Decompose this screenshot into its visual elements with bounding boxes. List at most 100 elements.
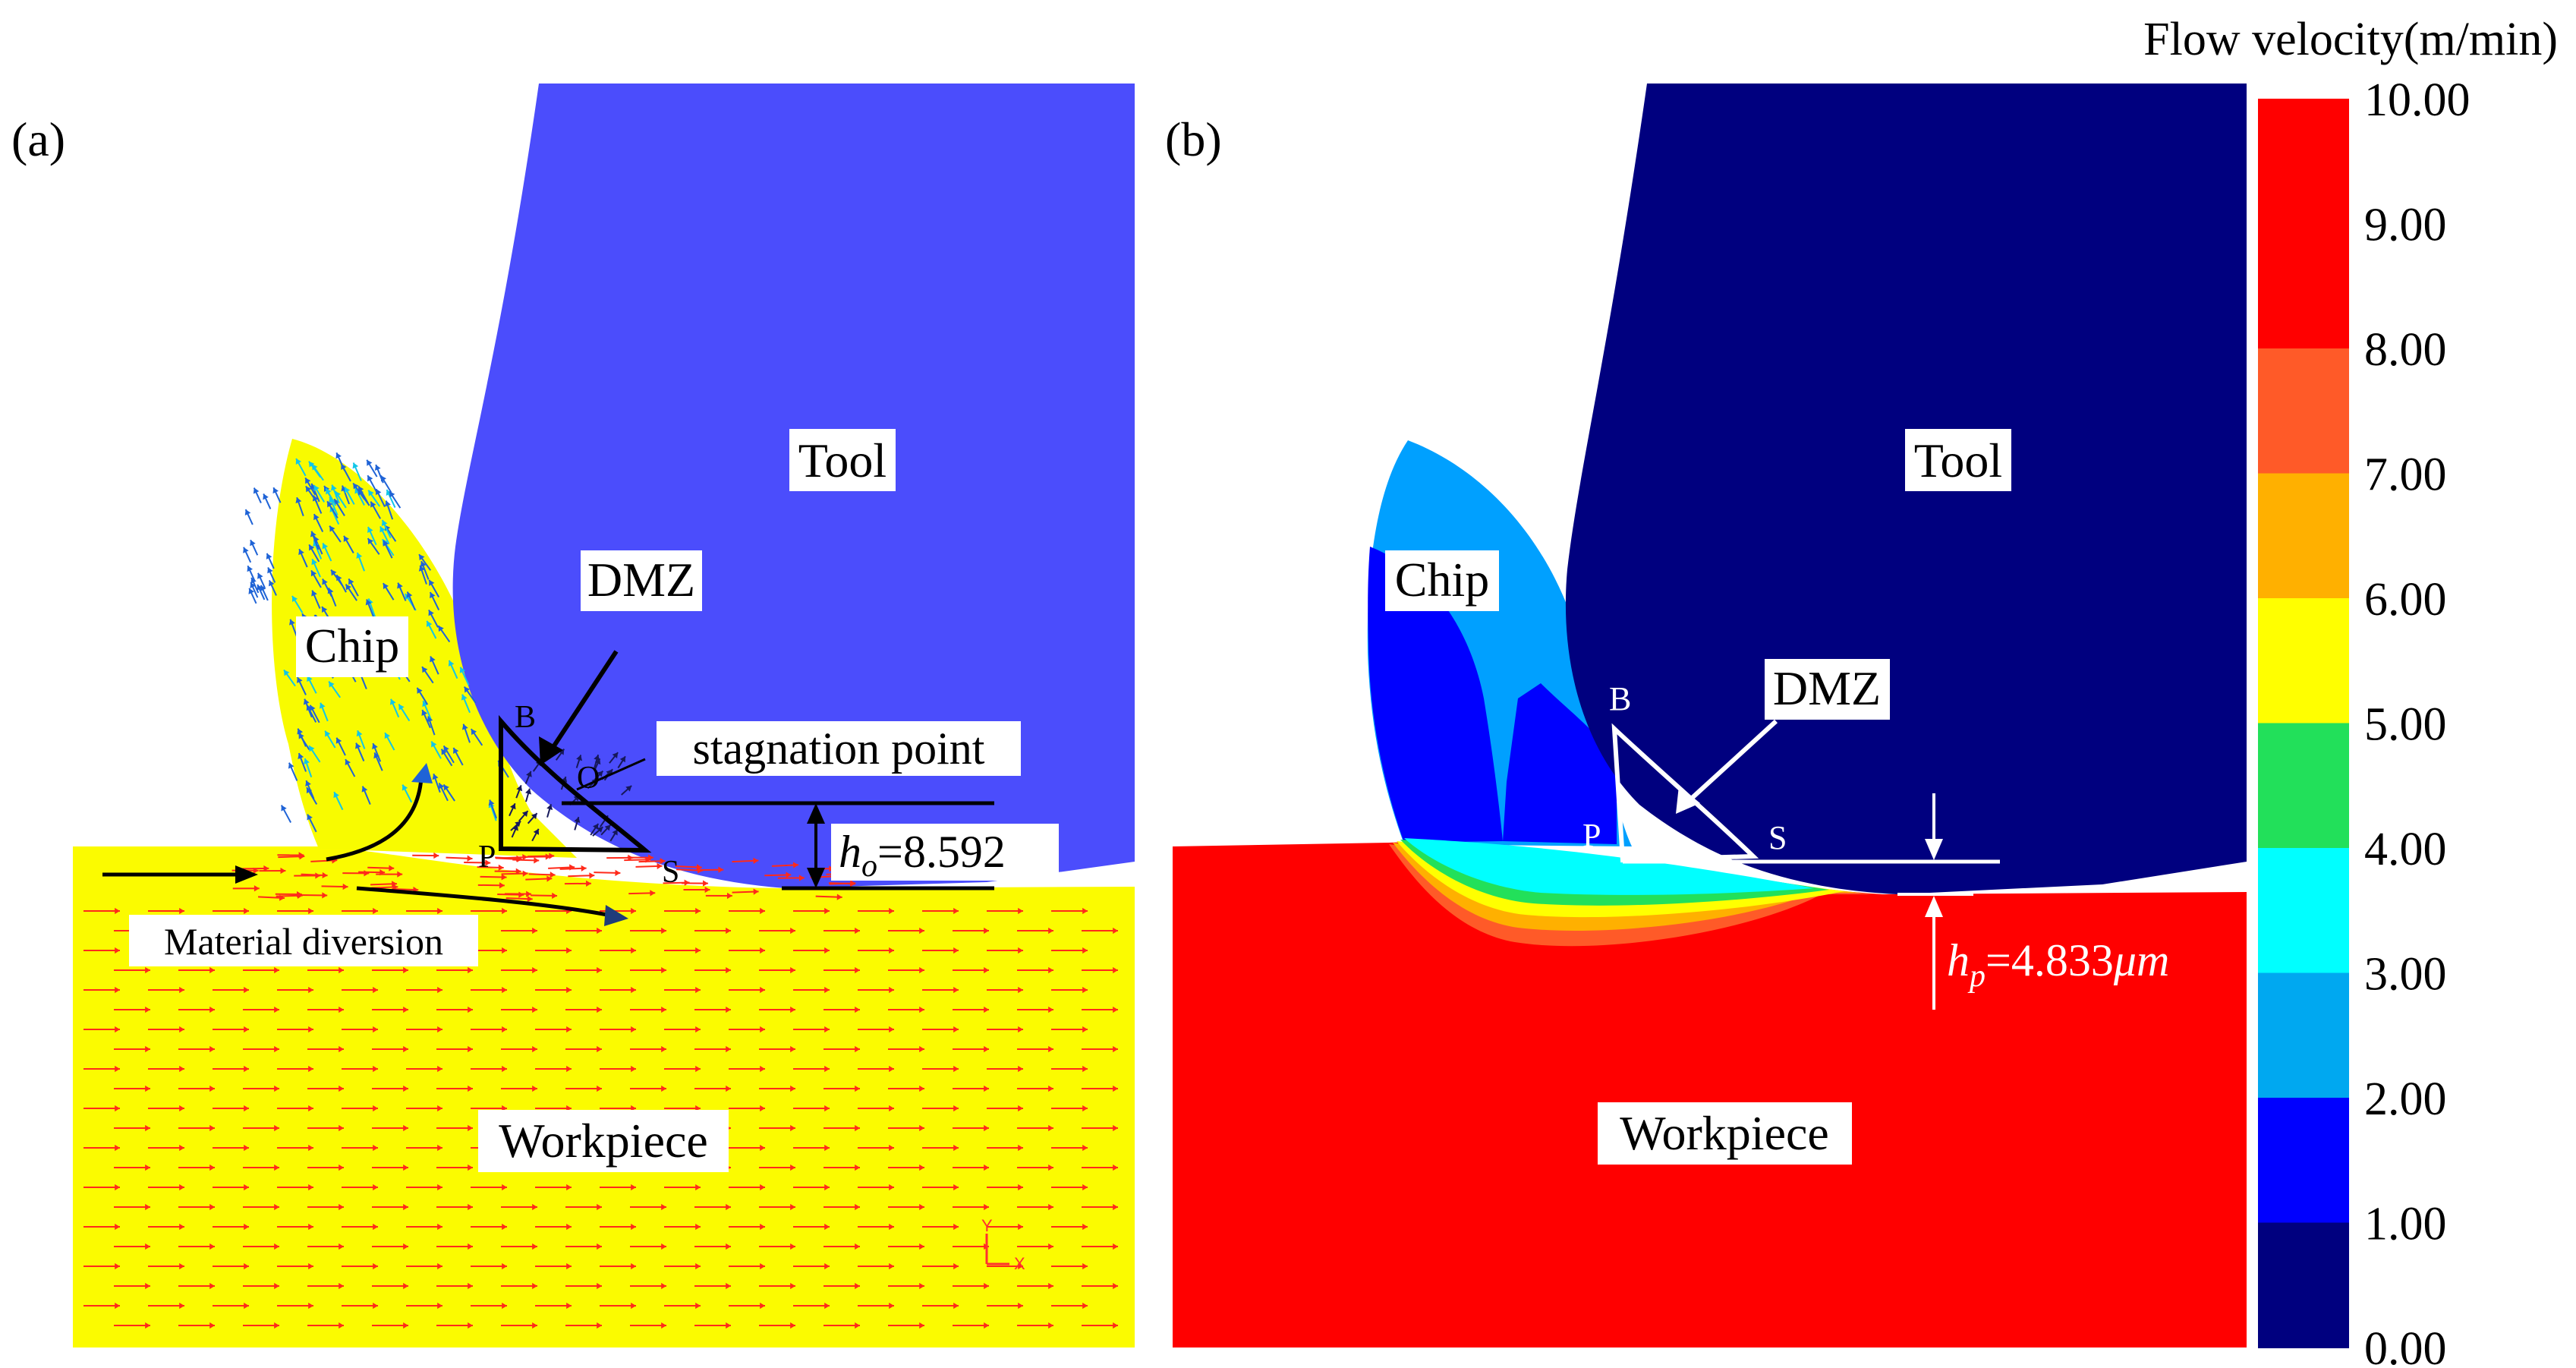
velocity-arrowhead xyxy=(403,1203,408,1211)
velocity-arrowhead xyxy=(919,966,924,974)
velocity-arrowhead xyxy=(488,799,495,806)
panel-a-ho-subscript: o xyxy=(861,849,877,884)
panel-b-chip-inner-region xyxy=(1368,547,1503,843)
velocity-arrowhead xyxy=(322,578,328,585)
velocity-arrowhead xyxy=(1082,1184,1088,1191)
velocity-arrowhead xyxy=(532,1282,537,1290)
legend-band xyxy=(2258,848,2349,974)
velocity-arrowhead xyxy=(333,792,339,799)
velocity-arrowhead xyxy=(403,1243,408,1250)
velocity-arrowhead xyxy=(502,907,507,915)
velocity-arrowhead xyxy=(418,565,425,572)
velocity-arrowhead xyxy=(274,1124,279,1132)
velocity-arrowhead xyxy=(305,780,311,787)
velocity-arrowhead xyxy=(209,1085,215,1092)
velocity-arrowhead xyxy=(145,1006,150,1013)
velocity-arrowhead xyxy=(115,1302,120,1310)
velocity-arrowhead xyxy=(566,1065,572,1073)
velocity-arrowhead xyxy=(327,588,334,594)
velocity-arrowhead xyxy=(889,1223,894,1231)
velocity-arrowhead xyxy=(824,1065,830,1073)
panel-a: (a) Tool DMZ Chip stagnation point ho=8.… xyxy=(11,84,1135,1348)
velocity-arrowhead xyxy=(532,1085,537,1092)
velocity-arrowhead xyxy=(468,1124,473,1132)
velocity-arrowhead xyxy=(1113,1085,1118,1092)
velocity-arrowhead xyxy=(373,752,379,759)
velocity-arrowhead xyxy=(790,1006,795,1013)
velocity-arrowhead xyxy=(566,1026,572,1033)
velocity-arrowhead xyxy=(589,872,595,879)
velocity-arrowhead xyxy=(526,771,532,777)
velocity-arrowhead xyxy=(263,865,269,872)
velocity-arrowhead xyxy=(244,1184,249,1191)
velocity-arrowhead xyxy=(441,749,447,755)
velocity-arrowhead xyxy=(1082,1302,1088,1310)
velocity-arrowhead xyxy=(889,1065,894,1073)
panel-a-axis-y-label: Y xyxy=(981,1216,993,1235)
velocity-arrowhead xyxy=(209,1006,215,1013)
panel-a-workpiece-label: Workpiece xyxy=(499,1114,708,1168)
velocity-arrowhead xyxy=(760,1262,765,1270)
velocity-arrowhead xyxy=(824,907,830,915)
velocity-arrowhead xyxy=(546,875,553,882)
velocity-arrowhead xyxy=(209,1164,215,1171)
legend-tick-label: 1.00 xyxy=(2364,1199,2447,1250)
legend-tick-label: 6.00 xyxy=(2364,574,2447,626)
velocity-arrowhead xyxy=(499,882,505,889)
velocity-arrowhead xyxy=(367,527,373,533)
velocity-arrowhead xyxy=(1113,1124,1118,1132)
velocity-arrowhead xyxy=(824,986,830,994)
panel-b-hp-top-head xyxy=(1925,839,1943,860)
legend-tick-labels: 10.009.008.007.006.005.004.003.002.001.0… xyxy=(2364,74,2471,1368)
velocity-arrowhead xyxy=(335,452,342,459)
velocity-arrowhead xyxy=(631,1262,636,1270)
velocity-arrowhead xyxy=(339,1243,344,1250)
velocity-arrowhead xyxy=(430,592,436,599)
velocity-arrowhead xyxy=(437,1105,442,1112)
velocity-arrowhead xyxy=(145,966,150,974)
velocity-arrowhead xyxy=(619,756,625,763)
velocity-arrowhead xyxy=(431,741,437,748)
velocity-arrowhead xyxy=(526,890,532,897)
velocity-arrowhead xyxy=(661,1006,666,1013)
panel-a-leader-line xyxy=(576,758,646,791)
velocity-arrowhead xyxy=(953,1105,959,1112)
panel-a-workpiece-label-bg xyxy=(478,1110,729,1172)
velocity-arrowhead xyxy=(297,728,304,735)
panel-b-hp-value: =4.833 xyxy=(1986,935,2114,985)
velocity-arrowhead xyxy=(695,1184,701,1191)
velocity-arrowhead xyxy=(209,1124,215,1132)
velocity-arrowhead xyxy=(597,1322,602,1329)
velocity-arrowhead xyxy=(145,1085,150,1092)
velocity-arrowhead xyxy=(115,1065,120,1073)
velocity-arrowhead xyxy=(661,1203,666,1211)
velocity-arrowhead xyxy=(299,853,305,860)
velocity-arrowhead xyxy=(561,777,568,783)
velocity-arrowhead xyxy=(145,1203,150,1211)
velocity-arrowhead xyxy=(437,907,442,915)
velocity-arrowhead xyxy=(919,1322,924,1329)
velocity-arrowhead xyxy=(305,478,311,484)
velocity-arrowhead xyxy=(531,813,537,820)
velocity-arrowhead xyxy=(298,733,304,739)
velocity-arrowhead xyxy=(367,538,373,545)
velocity-arrowhead xyxy=(597,1006,602,1013)
velocity-arrowhead xyxy=(272,487,279,494)
velocity-arrowhead xyxy=(726,1322,731,1329)
velocity-arrowhead xyxy=(919,1243,924,1250)
velocity-arrowhead xyxy=(243,547,249,553)
velocity-arrowhead xyxy=(308,1105,313,1112)
velocity-arrowhead xyxy=(115,986,120,994)
panel-a-axis-x-label: X xyxy=(1014,1254,1025,1273)
velocity-arrowhead xyxy=(310,570,317,577)
panel-a-upward-flow-head xyxy=(411,763,433,783)
velocity-arrowhead xyxy=(289,619,295,626)
velocity-arrowhead xyxy=(353,483,359,490)
velocity-arrowhead xyxy=(459,667,466,673)
velocity-arrowhead xyxy=(984,1124,989,1132)
velocity-arrowhead xyxy=(984,1164,989,1171)
velocity-arrowhead xyxy=(790,927,795,935)
legend-tick-label: 2.00 xyxy=(2364,1073,2447,1125)
velocity-arrowhead xyxy=(468,1164,473,1171)
velocity-arrowhead xyxy=(703,880,708,887)
